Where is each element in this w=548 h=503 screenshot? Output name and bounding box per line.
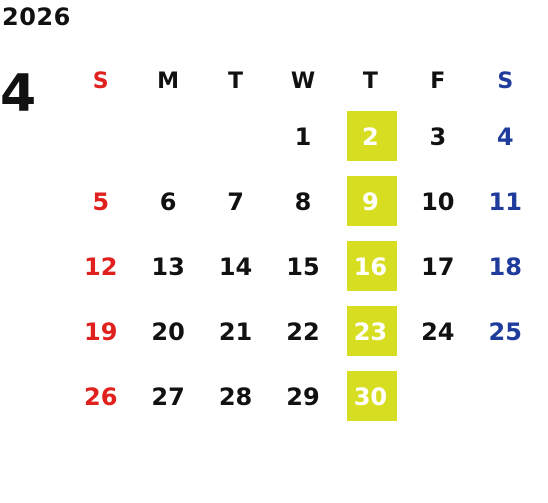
weekday-label: S xyxy=(92,68,109,94)
day-number: 12 xyxy=(84,252,118,281)
day-number: 29 xyxy=(286,382,320,411)
day-cell: 15 xyxy=(269,234,336,299)
week-row: 12 13 14 15 16 17 18 xyxy=(67,234,539,299)
day-number: 22 xyxy=(286,317,320,346)
day-number: 24 xyxy=(421,317,455,346)
day-number: 21 xyxy=(218,317,253,346)
day-cell xyxy=(202,104,269,169)
day-cell xyxy=(472,364,539,429)
weekday-header-tuesday: T xyxy=(202,58,269,104)
day-number: 2 xyxy=(362,122,379,151)
week-row: 5 6 7 8 9 10 11 xyxy=(67,169,539,234)
day-cell: 29 xyxy=(269,364,336,429)
month-number: 4 xyxy=(0,64,37,124)
year-label: 2026 xyxy=(2,3,71,31)
day-number: 13 xyxy=(151,252,185,281)
weekday-header-row: S M T W T F S xyxy=(67,58,539,104)
day-cell: 1 xyxy=(269,104,336,169)
day-number: 15 xyxy=(286,252,320,281)
day-number: 4 xyxy=(496,122,514,151)
day-number: 30 xyxy=(353,382,388,411)
day-cell-highlighted: 9 xyxy=(337,169,404,234)
day-cell: 18 xyxy=(472,234,539,299)
day-number: 14 xyxy=(218,252,253,281)
day-cell: 3 xyxy=(404,104,471,169)
week-row: 19 20 21 22 23 24 25 xyxy=(67,299,539,364)
day-cell: 10 xyxy=(404,169,471,234)
weekday-label: M xyxy=(157,68,180,94)
day-number: 23 xyxy=(353,317,388,346)
week-row: 1 2 3 4 xyxy=(67,104,539,169)
day-cell: 11 xyxy=(472,169,539,234)
weekday-header-wednesday: W xyxy=(269,58,336,104)
day-number: 20 xyxy=(151,317,185,346)
day-cell: 28 xyxy=(202,364,269,429)
day-cell-highlighted: 16 xyxy=(337,234,404,299)
day-number: 3 xyxy=(429,122,447,151)
day-number: 16 xyxy=(353,252,388,281)
day-cell xyxy=(404,364,471,429)
day-cell-highlighted: 2 xyxy=(337,104,404,169)
weekday-header-monday: M xyxy=(134,58,201,104)
day-cell: 8 xyxy=(269,169,336,234)
day-cell: 19 xyxy=(67,299,134,364)
day-cell: 7 xyxy=(202,169,269,234)
weekday-header-sunday: S xyxy=(67,58,134,104)
day-cell: 17 xyxy=(404,234,471,299)
day-cell xyxy=(67,104,134,169)
day-number: 11 xyxy=(488,187,522,216)
day-number: 27 xyxy=(151,382,185,411)
day-cell: 27 xyxy=(134,364,201,429)
weekday-header-friday: F xyxy=(404,58,471,104)
weekday-label: T xyxy=(228,68,244,94)
day-cell: 4 xyxy=(472,104,539,169)
day-number: 5 xyxy=(92,187,110,216)
day-cell: 24 xyxy=(404,299,471,364)
weekday-label: S xyxy=(497,68,514,94)
day-number: 28 xyxy=(218,382,253,411)
week-row: 26 27 28 29 30 xyxy=(67,364,539,429)
day-cell: 14 xyxy=(202,234,269,299)
day-number: 10 xyxy=(421,187,455,216)
day-cell-highlighted: 23 xyxy=(337,299,404,364)
day-number: 6 xyxy=(159,187,177,216)
weekday-header-thursday: T xyxy=(337,58,404,104)
day-cell: 6 xyxy=(134,169,201,234)
calendar-grid: S M T W T F S 1 2 3 4 5 6 7 8 9 10 11 xyxy=(67,58,539,429)
day-cell: 25 xyxy=(472,299,539,364)
day-cell: 13 xyxy=(134,234,201,299)
day-number: 26 xyxy=(84,382,118,411)
weekday-label: W xyxy=(290,68,316,94)
day-number: 1 xyxy=(294,122,312,151)
day-cell: 5 xyxy=(67,169,134,234)
day-cell: 26 xyxy=(67,364,134,429)
weekday-label: T xyxy=(362,68,378,94)
day-number: 18 xyxy=(488,252,522,281)
day-number: 17 xyxy=(421,252,455,281)
day-cell xyxy=(134,104,201,169)
day-number: 25 xyxy=(488,317,522,346)
weekday-header-saturday: S xyxy=(472,58,539,104)
day-number: 8 xyxy=(294,187,312,216)
day-cell: 12 xyxy=(67,234,134,299)
day-number: 7 xyxy=(227,187,244,216)
day-cell-highlighted: 30 xyxy=(337,364,404,429)
day-cell: 21 xyxy=(202,299,269,364)
day-number: 19 xyxy=(84,317,118,346)
day-cell: 22 xyxy=(269,299,336,364)
weekday-label: F xyxy=(430,68,446,94)
day-cell: 20 xyxy=(134,299,201,364)
day-number: 9 xyxy=(362,187,379,216)
